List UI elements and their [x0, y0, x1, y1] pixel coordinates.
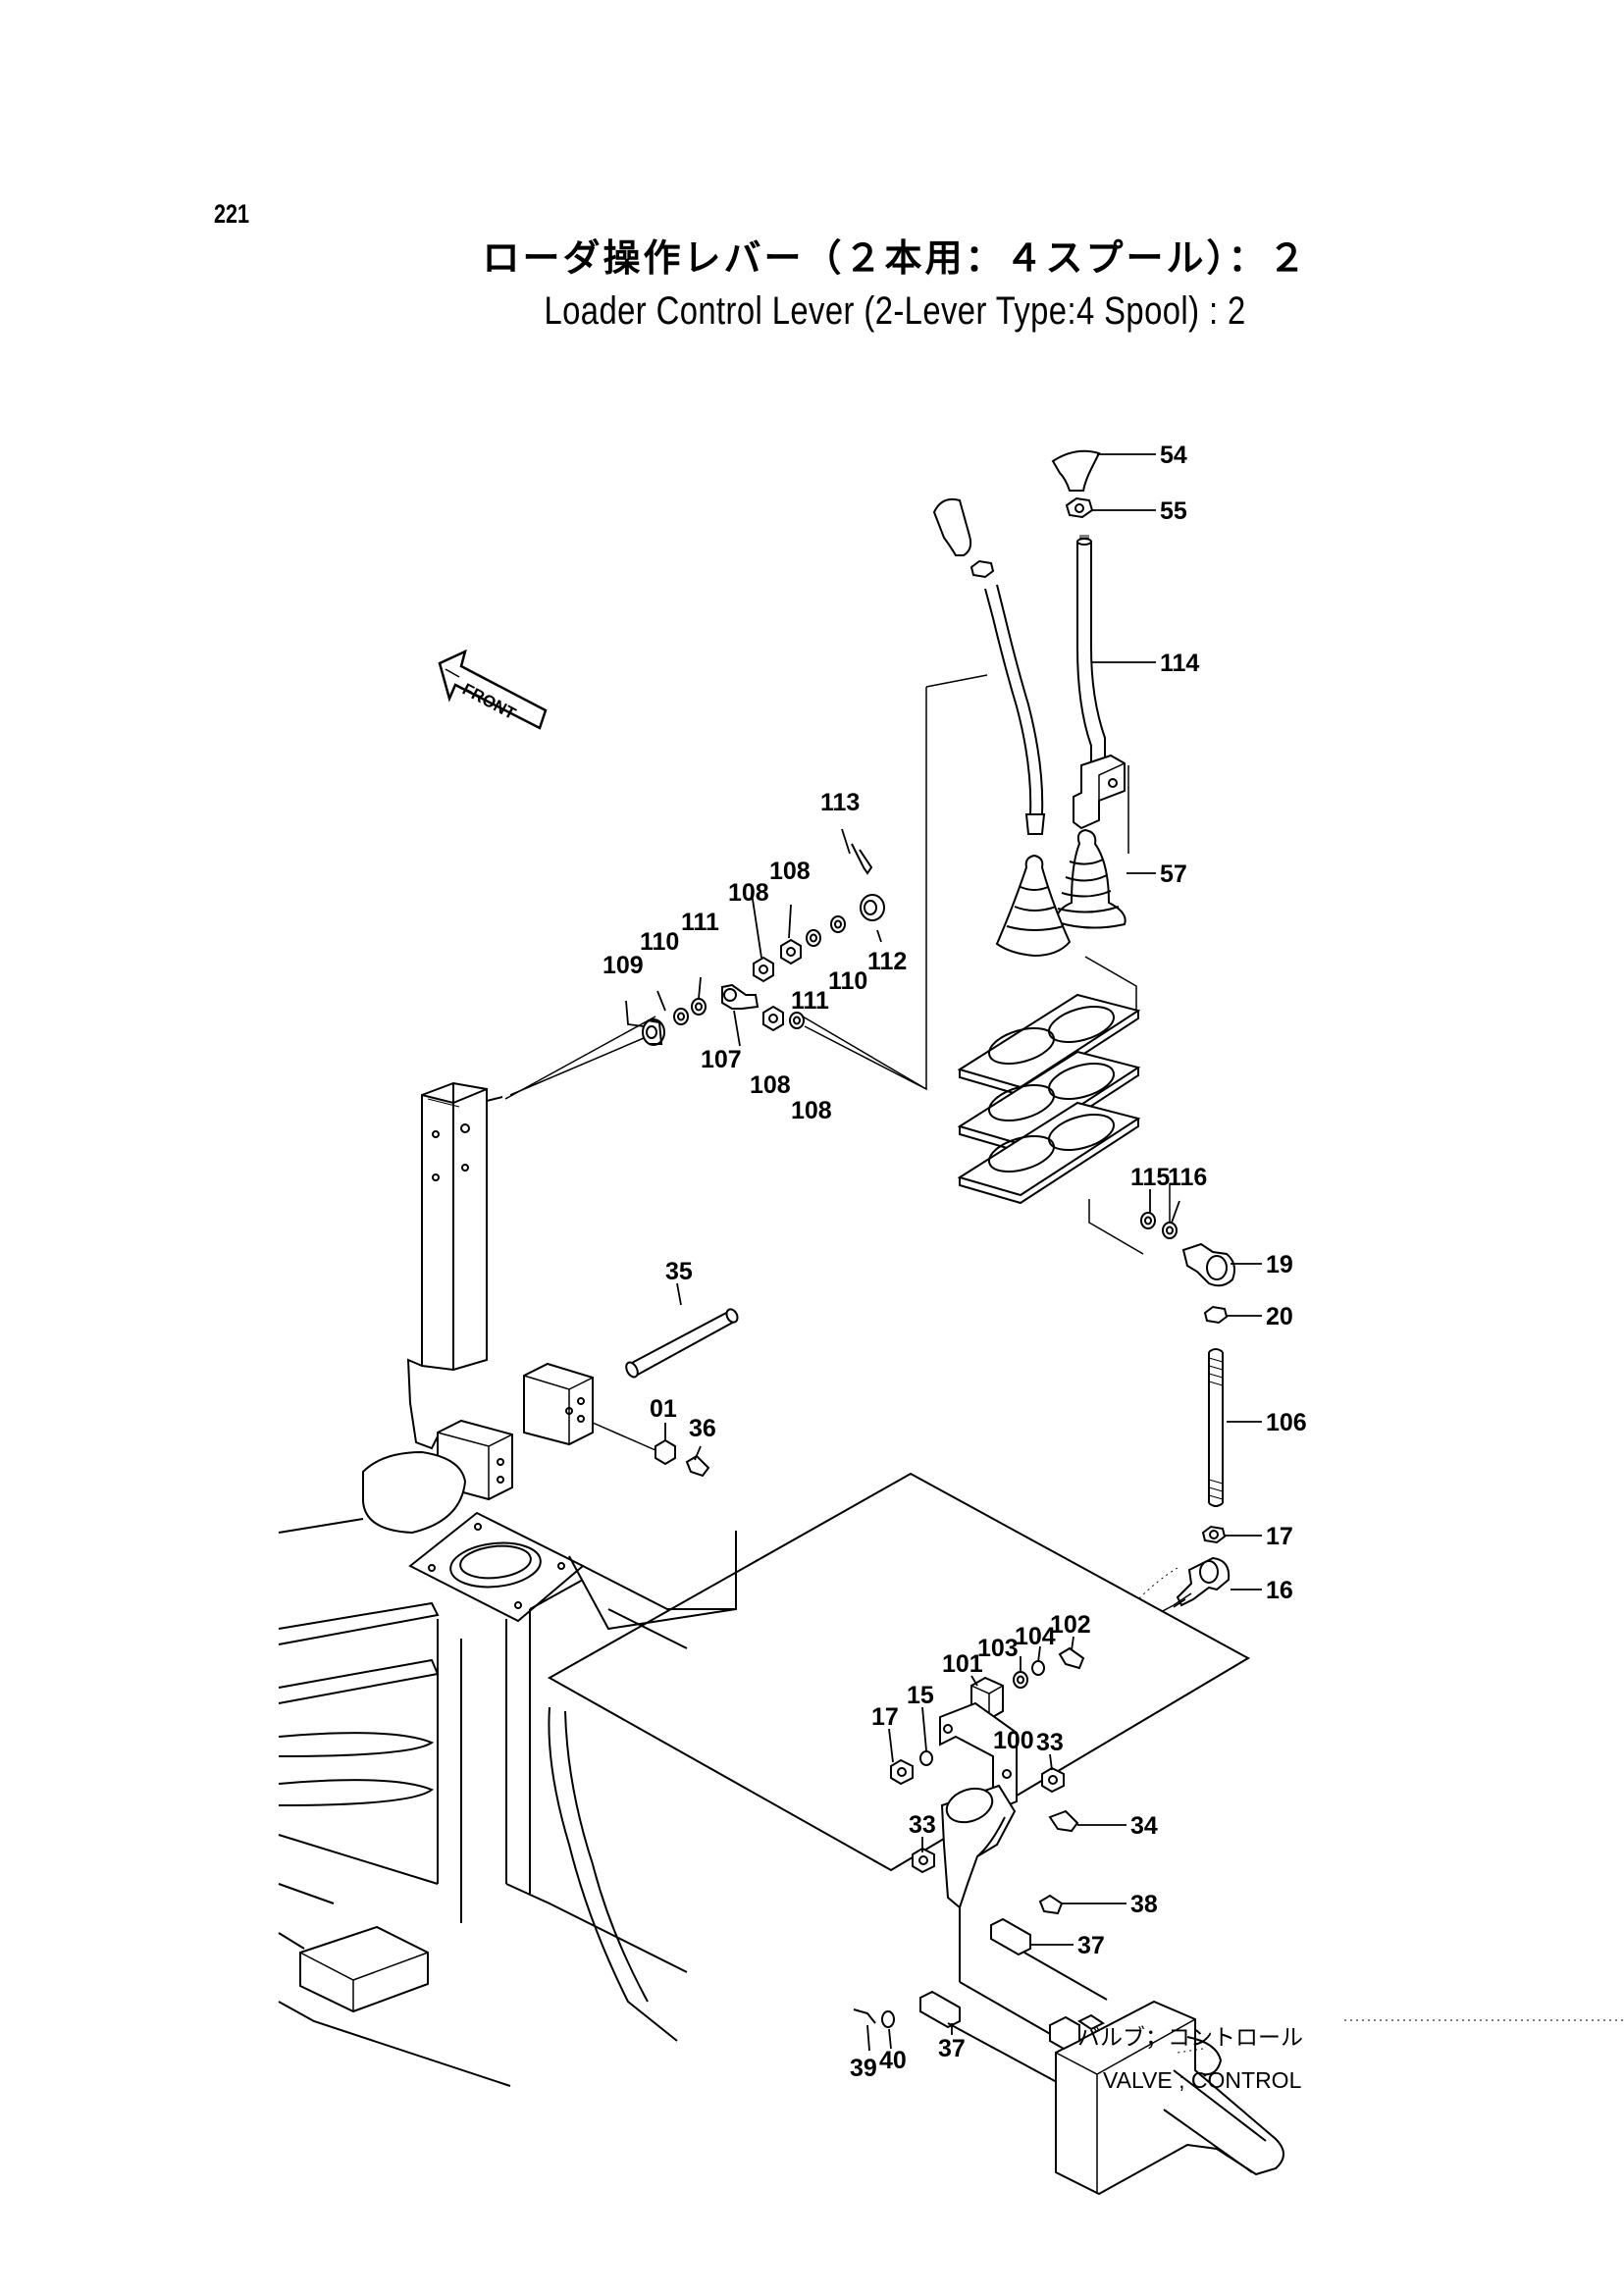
right-lever-assembly — [1051, 449, 1126, 929]
callout-111-a: 111 — [681, 909, 719, 936]
callout-106: 106 — [1266, 1409, 1307, 1436]
callout-115: 115 — [1130, 1164, 1170, 1191]
callout-33-a: 33 — [1036, 1729, 1064, 1756]
callout-34: 34 — [1130, 1812, 1158, 1840]
callout-116: 116 — [1168, 1164, 1207, 1191]
callout-112: 112 — [867, 948, 907, 975]
valve-label-jp: バルブ；コントロール — [1077, 2024, 1303, 2050]
callout-104: 104 — [1015, 1623, 1056, 1650]
left-lever-assembly — [932, 497, 1072, 958]
callout-108-d: 108 — [791, 1097, 832, 1124]
callout-101: 101 — [942, 1650, 983, 1678]
callout-55: 55 — [1160, 497, 1187, 525]
callout-113: 113 — [820, 789, 860, 816]
title-english-text: Loader Control Lever (2-Lever Type:4 Spo… — [544, 289, 1247, 333]
callout-leaders — [625, 453, 1262, 2052]
callout-107: 107 — [701, 1046, 742, 1073]
callout-100: 100 — [993, 1727, 1034, 1754]
callout-110-b: 110 — [828, 967, 867, 995]
callout-20: 20 — [1266, 1303, 1293, 1330]
pivot-hardware — [509, 843, 927, 1096]
callout-40: 40 — [879, 2047, 907, 2074]
callout-103: 103 — [977, 1635, 1019, 1662]
lower-linkage — [853, 1646, 1284, 2196]
title-japanese: ローダ操作レバー（２本用：４スプール）：２ — [482, 238, 1309, 280]
callout-01: 01 — [650, 1395, 677, 1423]
callout-111-b: 111 — [791, 987, 829, 1015]
callout-39: 39 — [850, 2055, 877, 2082]
rod-linkage — [1020, 1212, 1235, 1689]
title-english: Loader Control Lever (2-Lever Type:4 Spo… — [0, 289, 1624, 334]
callout-15: 15 — [907, 1682, 934, 1709]
callout-110-a: 110 — [640, 928, 679, 956]
callout-109: 109 — [602, 952, 644, 979]
callout-108-c: 108 — [750, 1071, 791, 1099]
base-structure — [278, 1450, 1251, 2087]
callout-38: 38 — [1130, 1891, 1158, 1918]
callout-16: 16 — [1266, 1577, 1293, 1604]
callout-33-b: 33 — [909, 1811, 936, 1839]
callout-108-b: 108 — [728, 879, 769, 907]
callout-108-a: 108 — [769, 858, 811, 885]
callout-17-b: 17 — [871, 1703, 899, 1731]
callout-102: 102 — [1050, 1611, 1091, 1639]
callout-19: 19 — [1266, 1251, 1293, 1278]
front-arrow: FRONT — [438, 649, 548, 730]
dotted-leaders — [1137, 1567, 1624, 2054]
callout-35: 35 — [665, 1258, 693, 1285]
valve-label-en: VALVE ; CONTROL — [1103, 2067, 1302, 2093]
callout-37-b: 37 — [938, 2035, 966, 2062]
boot-plates — [957, 993, 1141, 1205]
callout-17-a: 17 — [1266, 1523, 1293, 1550]
callout-37-a: 37 — [1077, 1932, 1105, 1959]
callout-57: 57 — [1160, 860, 1187, 888]
page-number: 221 — [214, 199, 250, 229]
callout-54: 54 — [1160, 442, 1187, 469]
callout-36: 36 — [689, 1415, 716, 1442]
callout-114: 114 — [1160, 650, 1199, 677]
callout-labels: 54 55 114 57 113 108 108 111 110 109 112… — [602, 442, 1307, 2093]
